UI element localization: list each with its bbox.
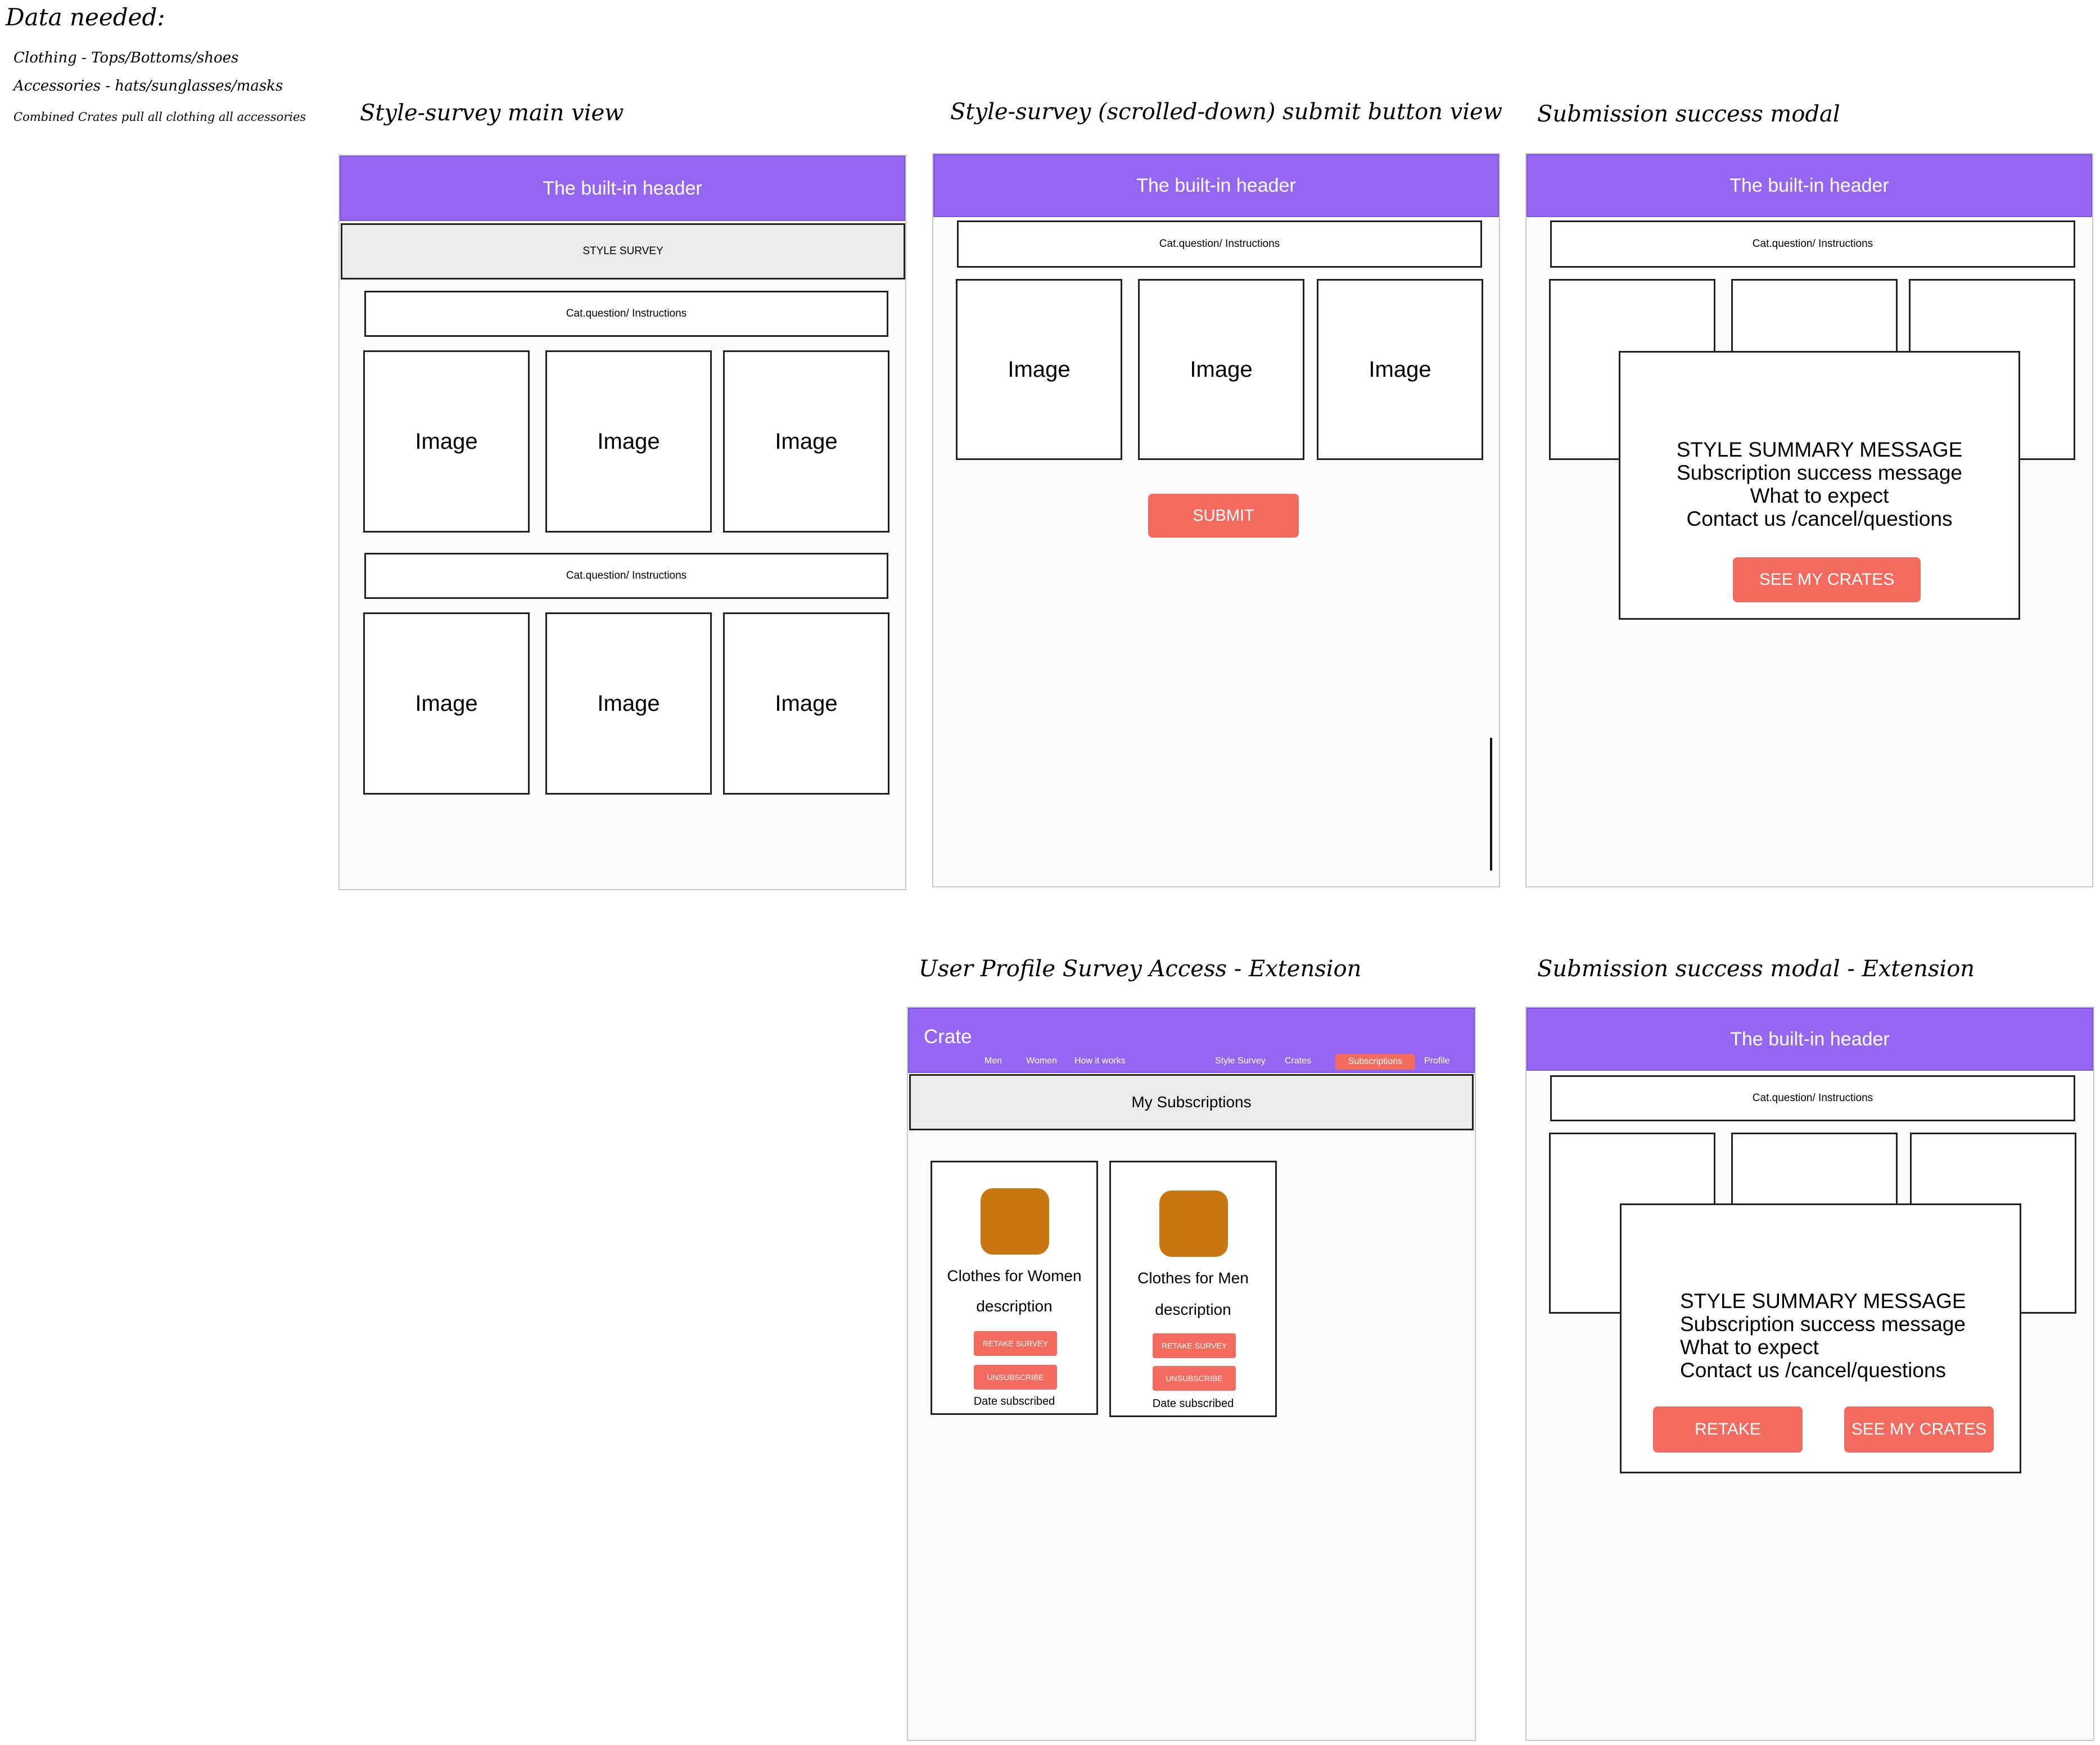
nav-women[interactable]: Women [1026, 1056, 1057, 1066]
retake-button[interactable]: RETAKE [1653, 1406, 1803, 1453]
notes-clothing: Clothing - Tops/Bottoms/shoes [13, 49, 239, 66]
modal-message: STYLE SUMMARY MESSAGE Subscription succe… [1680, 1289, 1966, 1382]
frame-title-main: Style-survey main view [360, 100, 624, 126]
frame-modal: The built-in header Cat.question/ Instru… [1525, 153, 2093, 887]
contact-line: Contact us /cancel/questions [1680, 1359, 1947, 1382]
unsubscribe-button[interactable]: UNSUBSCRIBE [1153, 1366, 1236, 1391]
scrollbar[interactable] [1490, 738, 1492, 871]
frame-submit: The built-in header Cat.question/ Instru… [932, 153, 1500, 887]
image-option[interactable]: Image [545, 350, 712, 533]
see-my-crates-button[interactable]: SEE MY CRATES [1733, 557, 1921, 602]
image-option[interactable]: Image [723, 350, 889, 533]
frame-profile: Crate Men Women How it works Style Surve… [907, 1007, 1476, 1741]
frame-title-profile: User Profile Survey Access - Extension [919, 956, 1362, 982]
style-summary-line: STYLE SUMMARY MESSAGE [1680, 1289, 1966, 1313]
date-subscribed: Date subscribed [1152, 1397, 1234, 1410]
notes-heading: Data needed: [6, 3, 165, 31]
nav-men[interactable]: Men [984, 1056, 1002, 1066]
notes-accessories: Accessories - hats/sunglasses/masks [13, 78, 283, 94]
notes-combined: Combined Crates pull all clothing all ac… [13, 110, 306, 124]
expect-line: What to expect [1680, 1336, 1819, 1359]
brand-logo[interactable]: Crate [924, 1026, 972, 1048]
image-option[interactable]: Image [363, 350, 530, 533]
image-option[interactable]: Image [363, 612, 530, 795]
unsubscribe-button[interactable]: UNSUBSCRIBE [974, 1365, 1057, 1390]
nav-crates[interactable]: Crates [1285, 1056, 1312, 1066]
date-subscribed: Date subscribed [973, 1395, 1055, 1408]
image-option[interactable]: Image [545, 612, 712, 795]
success-line: Subscription success message [1677, 461, 1962, 484]
success-modal: STYLE SUMMARY MESSAGE Subscription succe… [1619, 351, 2020, 620]
image-option[interactable]: Image [1138, 279, 1304, 460]
retake-survey-button[interactable]: RETAKE SURVEY [1153, 1333, 1236, 1358]
built-in-header: The built-in header [1527, 154, 2092, 217]
avatar [981, 1188, 1049, 1255]
subscription-card: Clothes for Men description RETAKE SURVE… [1109, 1161, 1277, 1417]
card-title: Clothes for Men [1137, 1269, 1249, 1287]
site-navbar: Crate Men Women How it works Style Surve… [908, 1008, 1475, 1073]
my-subscriptions-bar: My Subscriptions [909, 1074, 1474, 1130]
category-question: Cat.question/ Instructions [957, 220, 1482, 268]
nav-subscriptions[interactable]: Subscriptions [1335, 1054, 1415, 1070]
success-line: Subscription success message [1680, 1313, 1966, 1336]
retake-survey-button[interactable]: RETAKE SURVEY [974, 1331, 1057, 1356]
image-option[interactable]: Image [723, 612, 889, 795]
card-title: Clothes for Women [947, 1267, 1082, 1284]
avatar [1159, 1191, 1228, 1257]
built-in-header: The built-in header [340, 156, 905, 221]
success-modal: STYLE SUMMARY MESSAGE Subscription succe… [1620, 1203, 2021, 1473]
frame-modal-ext: The built-in header Cat.question/ Instru… [1525, 1007, 2094, 1741]
category-question: Cat.question/ Instructions [1550, 1075, 2075, 1121]
submit-button[interactable]: SUBMIT [1148, 494, 1299, 538]
frame-title-modal: Submission success modal [1537, 101, 1840, 127]
image-option[interactable]: Image [956, 279, 1122, 460]
card-description: description [976, 1297, 1053, 1315]
contact-line: Contact us /cancel/questions [1686, 507, 1953, 530]
style-survey-bar: STYLE SURVEY [341, 223, 905, 279]
frame-title-submit: Style-survey (scrolled-down) submit butt… [950, 99, 1502, 125]
category-question: Cat.question/ Instructions [1550, 220, 2075, 268]
modal-message: STYLE SUMMARY MESSAGE Subscription succe… [1620, 438, 2018, 530]
image-option[interactable]: Image [1317, 279, 1483, 460]
category-question: Cat.question/ Instructions [364, 553, 888, 599]
nav-profile[interactable]: Profile [1424, 1056, 1450, 1066]
built-in-header: The built-in header [1527, 1008, 2093, 1071]
see-my-crates-button[interactable]: SEE MY CRATES [1844, 1406, 1994, 1453]
frame-title-modal-ext: Submission success modal - Extension [1537, 956, 1975, 982]
built-in-header: The built-in header [933, 154, 1499, 217]
nav-how-it-works[interactable]: How it works [1074, 1056, 1126, 1066]
frame-main: The built-in header STYLE SURVEY Cat.que… [338, 155, 906, 890]
nav-style-survey[interactable]: Style Survey [1215, 1056, 1266, 1066]
category-question: Cat.question/ Instructions [364, 291, 888, 337]
card-description: description [1155, 1301, 1231, 1318]
style-summary-line: STYLE SUMMARY MESSAGE [1676, 438, 1963, 461]
expect-line: What to expect [1750, 484, 1889, 507]
subscription-card: Clothes for Women description RETAKE SUR… [931, 1161, 1098, 1415]
